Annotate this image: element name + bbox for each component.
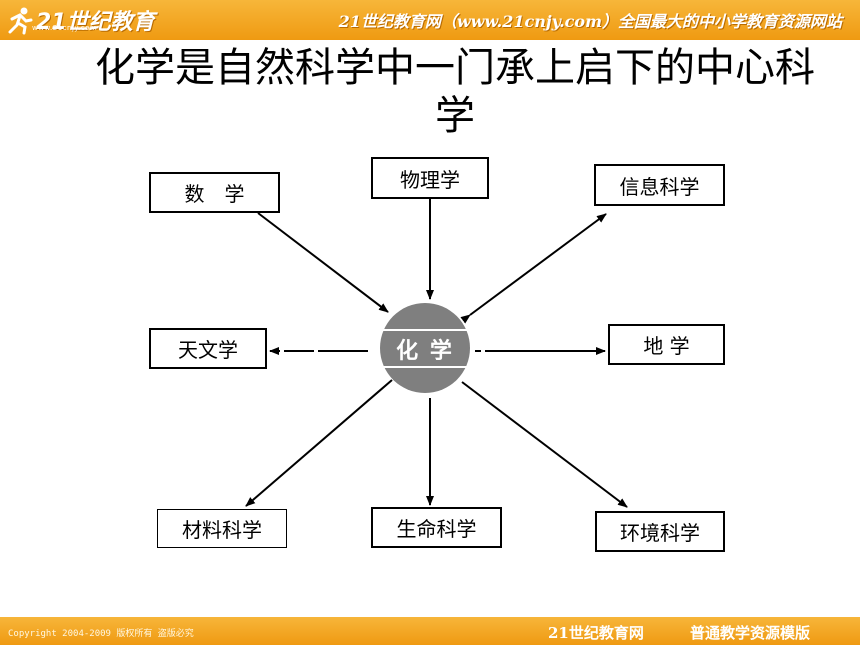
center-circle [380, 303, 470, 393]
node-materials-science: 材料科学 [157, 509, 287, 548]
center-node-label: 化 学 [396, 339, 454, 364]
slide-title: 化学是自然科学中一门承上启下的中心科学 [95, 45, 815, 139]
node-environment-science: 环境科学 [595, 511, 725, 552]
arrow-center-info [460, 213, 607, 324]
node-physics: 物理学 [371, 157, 489, 199]
site-logo[interactable]: 21世纪教育 [4, 2, 155, 38]
footer-template-tag: 普通教学资源模版 [690, 624, 811, 642]
node-earth-science: 地 学 [608, 324, 725, 365]
site-slogan: 21世纪教育网（www.21cnjy.com）全国最大的中小学教育资源网站 [338, 12, 842, 31]
node-info-science: 信息科学 [594, 164, 725, 206]
top-banner: 21世纪教育 www.21cnjy.com 21世纪教育网（www.21cnjy… [0, 0, 860, 40]
logo-url: www.21cnjy.com [32, 24, 98, 32]
node-life-science: 生命科学 [371, 507, 502, 548]
logo-text: 21世纪教育 [36, 10, 155, 35]
runner-icon [8, 7, 33, 35]
arrow-center-to-environment [461, 381, 628, 508]
node-astronomy: 天文学 [149, 328, 267, 369]
node-math: 数 学 [149, 172, 280, 213]
copyright-text: Copyright 2004-2009 版权所有 盗版必究 [8, 629, 194, 639]
bottom-banner: Copyright 2004-2009 版权所有 盗版必究 21世纪教育网 普通… [0, 617, 860, 645]
arrow-center-to-materials [245, 379, 393, 507]
footer-site-name[interactable]: 21世纪教育网 [548, 624, 644, 642]
arrow-math-to-center [257, 212, 389, 313]
